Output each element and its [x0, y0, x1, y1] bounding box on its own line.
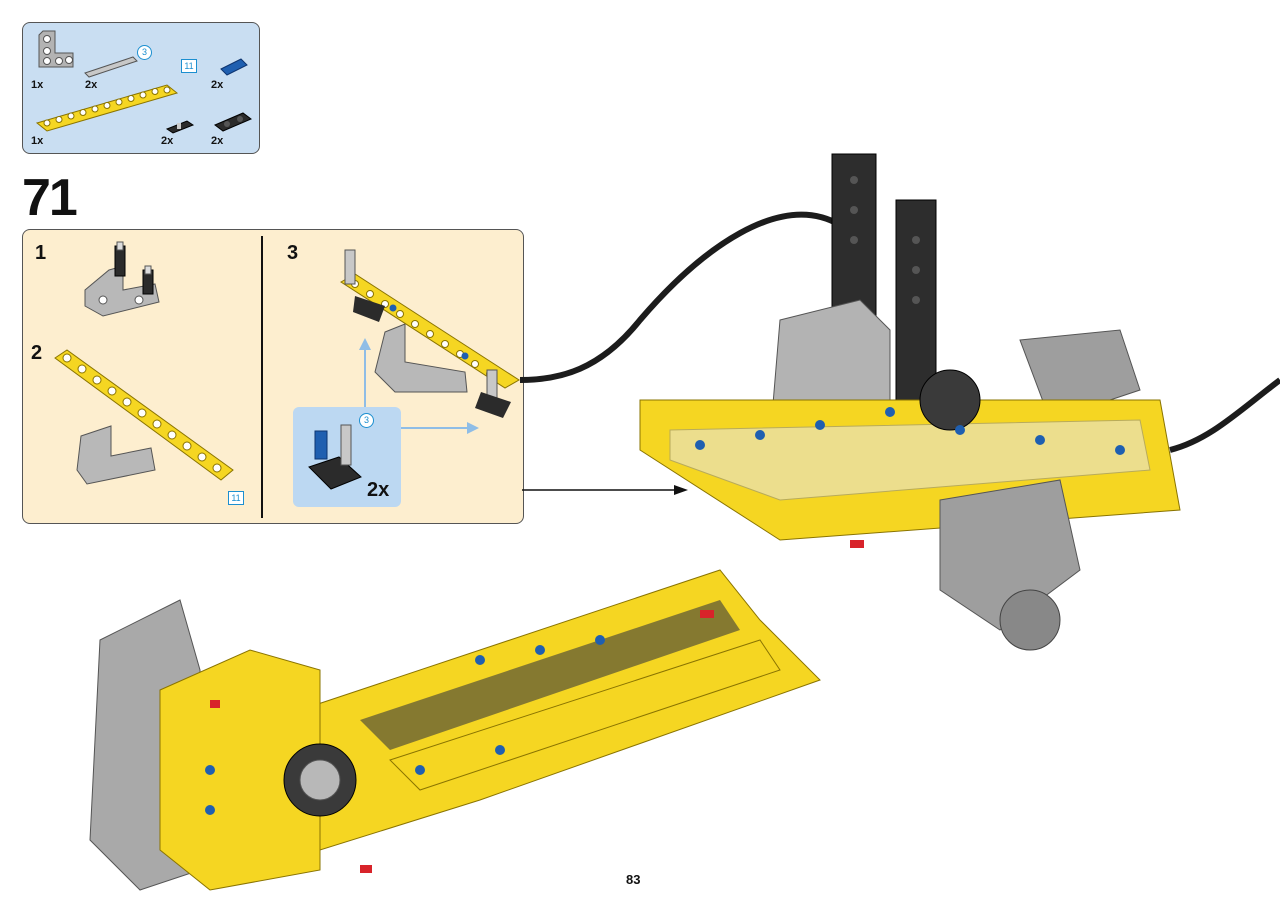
part-qty: 2x — [211, 135, 224, 147]
part-qty: 2x — [211, 79, 224, 91]
blue-pin-icon — [220, 58, 248, 76]
axle-length-callout: 3 — [137, 45, 152, 60]
grey-angular-beam-icon — [38, 30, 74, 68]
parts-list-panel: 1x 3 2x 11 2x 1x 2x 2x — [22, 22, 260, 154]
black-pin-icon — [165, 120, 195, 134]
part-qty: 1x — [31, 135, 44, 147]
black-connector-icon — [214, 112, 252, 132]
beam-length-box: 11 — [181, 59, 197, 73]
grey-axle-icon — [84, 56, 138, 78]
substep-divider — [261, 236, 263, 518]
callout-quantity: 2x — [367, 479, 390, 501]
subassembly-panel: 1 2 3 11 — [22, 229, 524, 524]
assembled-beam-illustration — [340, 249, 520, 418]
part-qty: 2x — [161, 135, 174, 147]
axle-length-callout: 3 — [359, 413, 374, 428]
grey-angular-beam-with-pins-illustration — [84, 241, 160, 317]
substep-number: 3 — [287, 242, 299, 264]
substep-number: 2 — [31, 342, 43, 364]
substep-number: 1 — [35, 242, 47, 264]
yellow-beam-on-angular-beam-illustration — [54, 349, 234, 485]
page-number: 83 — [626, 872, 641, 887]
black-connector-with-pins-illustration — [308, 424, 362, 490]
step-number: 71 — [22, 169, 78, 227]
vehicle-chassis-illustration — [89, 153, 1280, 891]
callout-arrow — [401, 422, 479, 434]
placement-arrow — [522, 485, 688, 495]
part-qty: 1x — [31, 79, 44, 91]
part-qty: 2x — [85, 79, 98, 91]
pin-callout-box: 3 2x — [293, 407, 401, 507]
yellow-beam-icon — [35, 84, 179, 132]
beam-length-box: 11 — [228, 491, 244, 505]
